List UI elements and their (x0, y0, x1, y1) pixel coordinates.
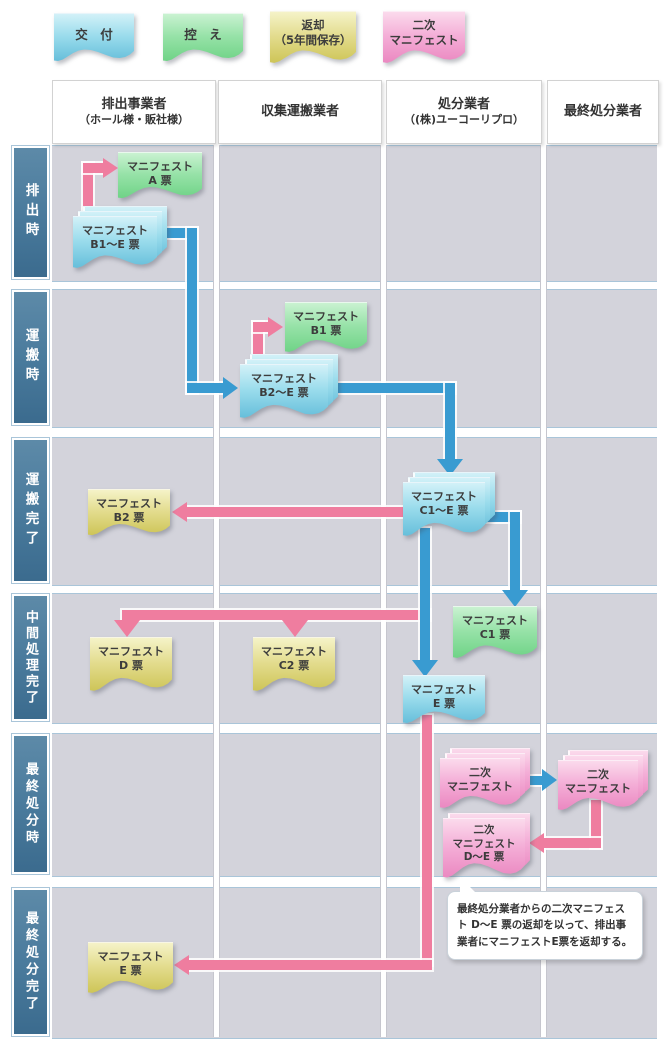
arrow-segment-b1e-to-a (83, 163, 93, 219)
arrow-segment-c1e-to-eblue (420, 528, 430, 662)
row-label-intermediate-done: 中間処理完了 (11, 593, 50, 722)
note-bubble-tail (460, 877, 476, 893)
doc-stack-manifest-c1-e: マニフェスト C1～E 票 (403, 472, 495, 538)
doc-secondary-manifest-d-e: 二次 マニフェスト D～E 票 (443, 813, 530, 880)
arrowhead-to-c1e (437, 459, 463, 476)
arrow-segment-c1e-to-c1 (510, 512, 520, 592)
column-divider (380, 145, 387, 1037)
doc-manifest-a: マニフェスト A 票 (118, 152, 202, 200)
doc-manifest-e-disposer: マニフェスト E 票 (403, 675, 485, 725)
doc-manifest-c2: マニフェスト C2 票 (253, 637, 335, 693)
column-title: 処分業者 (437, 96, 490, 112)
arrow-segment-return-d-c2 (122, 610, 430, 620)
doc-secondary-manifest-d-e-label: 二次 マニフェスト D～E 票 (443, 818, 525, 878)
doc-manifest-c1-e-label: マニフェスト C1～E 票 (403, 482, 485, 536)
column-title: 収集運搬業者 (260, 104, 339, 120)
arrow-segment-b1e-to-b2e (157, 228, 197, 238)
arrowhead-to-d (114, 620, 140, 637)
doc-manifest-b2-label: マニフェスト B2 票 (88, 489, 170, 536)
doc-manifest-b1: マニフェスト B1 票 (285, 302, 367, 354)
doc-secondary-manifest-2-label: 二次 マニフェスト (558, 760, 638, 810)
row-label-final-done: 最終処分完了 (11, 887, 50, 1037)
row-label-transport: 運搬時 (11, 289, 50, 426)
legend-issue: 交 付 (54, 13, 134, 63)
doc-manifest-b2: マニフェスト B2 票 (88, 489, 170, 537)
row-label-final-disposal: 最終処分時 (11, 733, 50, 875)
arrow-segment-b1e-to-b2e (187, 228, 197, 393)
arrow-segment-b2e-to-b1 (253, 322, 263, 368)
row-label-text: 中間処理完了 (14, 596, 47, 719)
doc-stack-secondary-manifest-2: 二次 マニフェスト (558, 750, 648, 812)
legend-issue-label: 交 付 (54, 13, 134, 61)
doc-manifest-d-label: マニフェスト D 票 (90, 637, 172, 691)
doc-manifest-a-label: マニフェスト A 票 (118, 152, 202, 199)
doc-secondary-manifest-1-label: 二次 マニフェスト (440, 758, 520, 808)
arrow-segment-b1e-to-b2e (187, 383, 224, 393)
arrowhead-to-a (103, 158, 118, 178)
doc-manifest-c1: マニフェスト C1 票 (453, 606, 537, 660)
doc-manifest-e-generator-label: マニフェスト E 票 (88, 942, 173, 993)
doc-stack-manifest-b2-e: マニフェスト B2～E 票 (240, 354, 338, 420)
arrow-segment-eblue-to-eyellow (422, 715, 432, 965)
column-header-disposer: 処分業者 （(株)ユーコーリプロ） (386, 80, 542, 144)
arrowhead-to-b2 (172, 502, 187, 522)
arrow-segment-niji2-to-nijide (543, 838, 601, 848)
column-subtitle: （(株)ユーコーリプロ） (403, 113, 525, 127)
arrow-segment-b1e-to-a (83, 163, 104, 173)
legend-copy-label: 控 え (163, 13, 243, 61)
legend-return-label: 返却 （5年間保存） (270, 11, 356, 63)
doc-manifest-c1-label: マニフェスト C1 票 (453, 606, 537, 658)
arrow-segment-c1e-to-c1 (485, 512, 520, 522)
arrow-segment-b2e-to-c1e (330, 383, 455, 393)
doc-manifest-b1-e-label: マニフェスト B1～E 票 (73, 216, 157, 268)
arrowhead-to-e-yellow (174, 955, 189, 975)
column-header-generator: 排出事業者 （ホール様・販社様） (52, 80, 216, 144)
row-label-text: 運搬時 (14, 292, 47, 423)
row-band-final-disposal (52, 733, 657, 877)
arrowhead-to-c1 (502, 590, 528, 607)
arrowhead-to-b2e (223, 377, 238, 399)
arrowhead-to-e-blue (412, 660, 438, 677)
row-label-discharge: 排出時 (11, 145, 50, 280)
column-header-final-disposer: 最終処分業者 (547, 80, 659, 144)
doc-stack-manifest-b1-e: マニフェスト B1～E 票 (73, 206, 167, 270)
legend-secondary-manifest-label: 二次 マニフェスト (383, 11, 465, 63)
column-divider (540, 145, 547, 1037)
column-title: 最終処分業者 (563, 104, 642, 120)
legend-secondary-manifest: 二次 マニフェスト (383, 11, 465, 65)
column-subtitle: （ホール様・販社様） (79, 113, 189, 127)
arrow-segment-niji1-to-niji2 (527, 776, 543, 785)
arrow-segment-b2e-to-c1e (445, 383, 455, 461)
arrowhead-to-niji2 (542, 769, 557, 791)
doc-manifest-b2-e-label: マニフェスト B2～E 票 (240, 364, 328, 418)
arrowhead-to-niji-de (529, 833, 544, 853)
column-divider (213, 145, 220, 1037)
doc-manifest-d: マニフェスト D 票 (90, 637, 172, 693)
column-title: 排出事業者 (101, 96, 167, 112)
row-label-text: 排出時 (14, 148, 47, 277)
arrow-segment-c1e-to-b2 (186, 507, 403, 517)
doc-manifest-e-disposer-label: マニフェスト E 票 (403, 675, 485, 723)
arrow-segment-b2e-to-b1 (253, 322, 269, 332)
arrow-segment-niji2-to-nijide (591, 800, 601, 848)
doc-manifest-e-generator: マニフェスト E 票 (88, 942, 173, 995)
row-label-text: 運搬完了 (14, 440, 47, 581)
arrow-segment-eblue-to-eyellow (189, 960, 432, 970)
arrowhead-to-c2 (282, 620, 308, 637)
legend-copy: 控 え (163, 13, 243, 63)
arrowhead-to-b1 (268, 317, 283, 337)
row-label-text: 最終処分時 (14, 736, 47, 872)
legend-return: 返却 （5年間保存） (270, 11, 356, 65)
doc-stack-secondary-manifest-1: 二次 マニフェスト (440, 748, 530, 810)
row-label-transport-done: 運搬完了 (11, 437, 50, 584)
doc-manifest-c2-label: マニフェスト C2 票 (253, 637, 335, 691)
row-label-text: 最終処分完了 (14, 890, 47, 1034)
column-header-transporter: 収集運搬業者 (218, 80, 382, 144)
doc-manifest-b1-label: マニフェスト B1 票 (285, 302, 367, 352)
note-bubble: 最終処分業者からの二次マニフェスト D～E 票の返却を以って、排出事業者にマニフ… (447, 891, 643, 960)
